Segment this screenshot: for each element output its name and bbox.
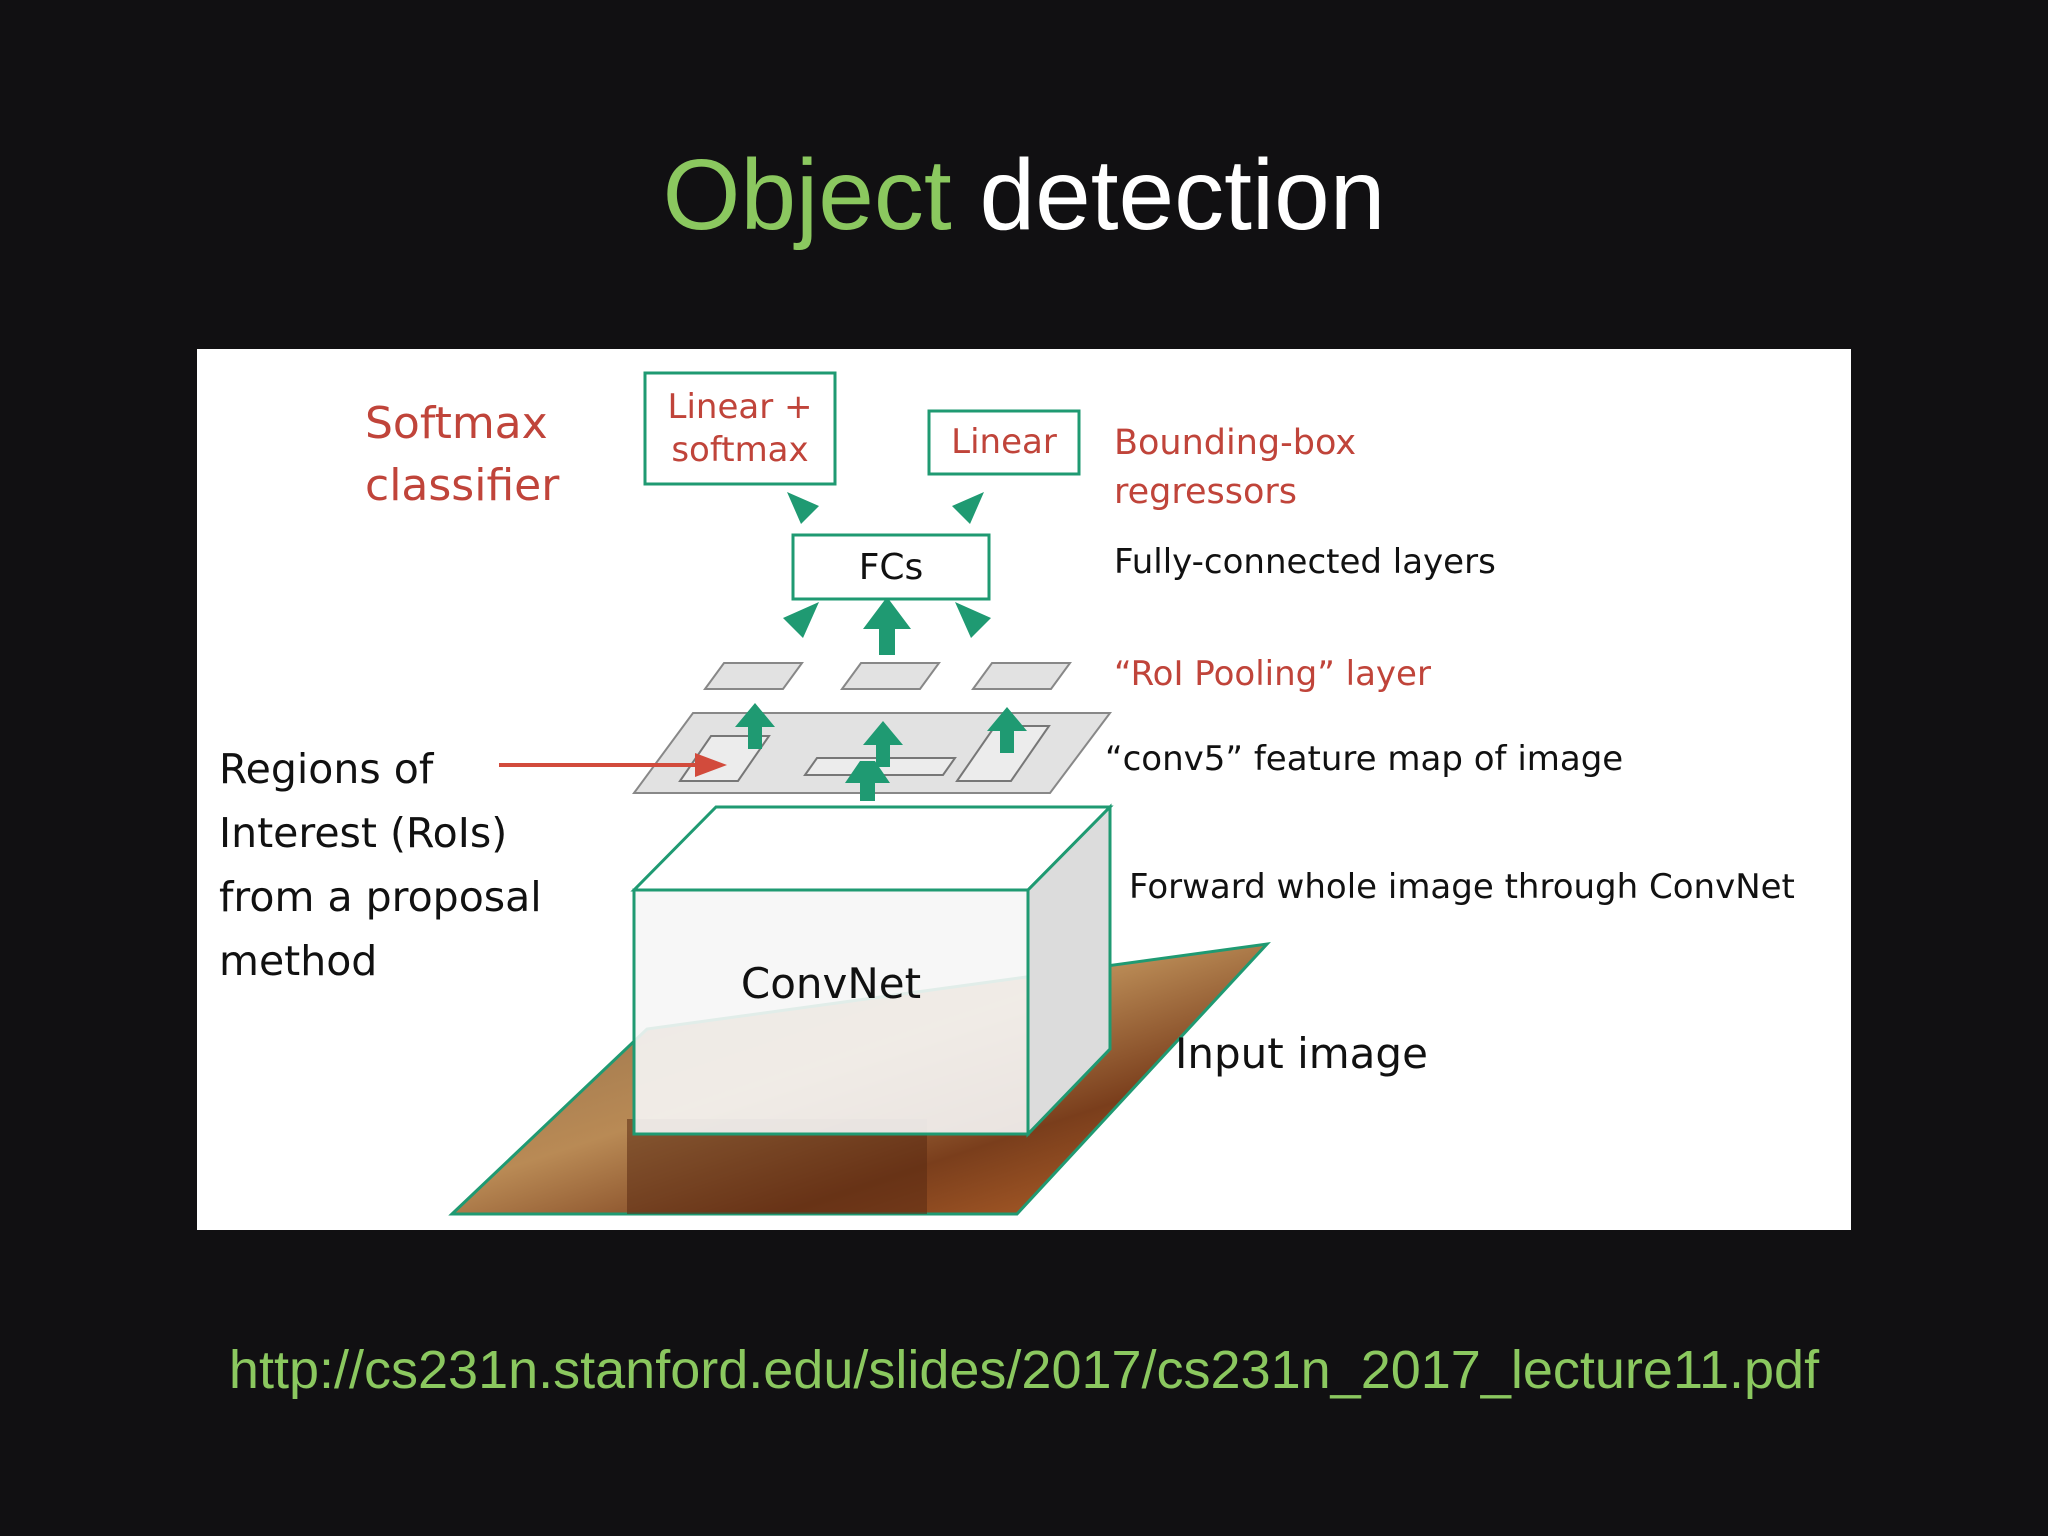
rois-line2: Interest (RoIs) [219, 809, 508, 857]
rois-label: Regions of Interest (RoIs) from a propos… [219, 737, 542, 993]
softmax-classifier-label: Softmax classifier [365, 393, 559, 517]
source-url[interactable]: http://cs231n.stanford.edu/slides/2017/c… [228, 1340, 1820, 1400]
softmax-line2: classifier [365, 460, 560, 511]
arrow-pool1-up [775, 602, 819, 646]
rois-line4: method [219, 937, 378, 985]
linear-label: Linear [951, 422, 1057, 463]
linear-softmax-box [643, 371, 837, 486]
arrow-pool3-up [955, 602, 999, 646]
roi-pool-1 [703, 662, 804, 690]
arrow-convnet-to-conv5 [845, 761, 890, 801]
roi-pool-2 [840, 662, 941, 690]
linear-box [927, 409, 1081, 476]
rois-pointer-head [695, 753, 727, 777]
diagram-graphics [448, 371, 1271, 1216]
convnet-label: ConvNet [740, 958, 922, 1008]
linear-softmax-label: Linear + softmax [645, 373, 835, 484]
conv5-label: “conv5” feature map of image [1105, 739, 1624, 779]
bbox-line1: Bounding-box [1114, 423, 1357, 463]
title-accent: Object [662, 139, 952, 251]
rois-line3: from a proposal [219, 873, 542, 921]
roi-3 [955, 725, 1051, 782]
roi-pooling-label: “RoI Pooling” layer [1114, 654, 1431, 694]
forward-label: Forward whole image through ConvNet [1129, 867, 1795, 907]
slide-title: Object detection [0, 135, 2048, 255]
bbox-line2: regressors [1114, 472, 1298, 512]
input-image-label: Input image [1175, 1029, 1428, 1078]
arrow-roi1-up [735, 703, 775, 749]
linear-softmax-line1: Linear + [667, 387, 813, 427]
fully-connected-label: Fully-connected layers [1114, 542, 1496, 582]
bbox-regressors-label: Bounding-box regressors [1114, 419, 1356, 517]
title-rest: detection [979, 139, 1386, 251]
rois-line1: Regions of [219, 745, 434, 793]
fcs-label: FCs [858, 546, 924, 588]
linear-softmax-line2: softmax [671, 429, 809, 470]
arrow-fc-right [946, 492, 984, 532]
fcs-box [791, 533, 991, 601]
green-arrows [735, 492, 1027, 801]
arrow-fc-left [787, 492, 825, 532]
arrow-roi3-up [987, 707, 1027, 753]
softmax-line1: Softmax [365, 398, 548, 449]
arrow-pool2-up [863, 597, 911, 655]
convnet-box-front [632, 888, 1030, 1136]
arrow-roi2-up [863, 721, 903, 767]
roi-pool-3 [971, 662, 1072, 690]
fast-rcnn-diagram: Linear + softmax Linear FCs ConvNet Soft… [197, 349, 1851, 1230]
